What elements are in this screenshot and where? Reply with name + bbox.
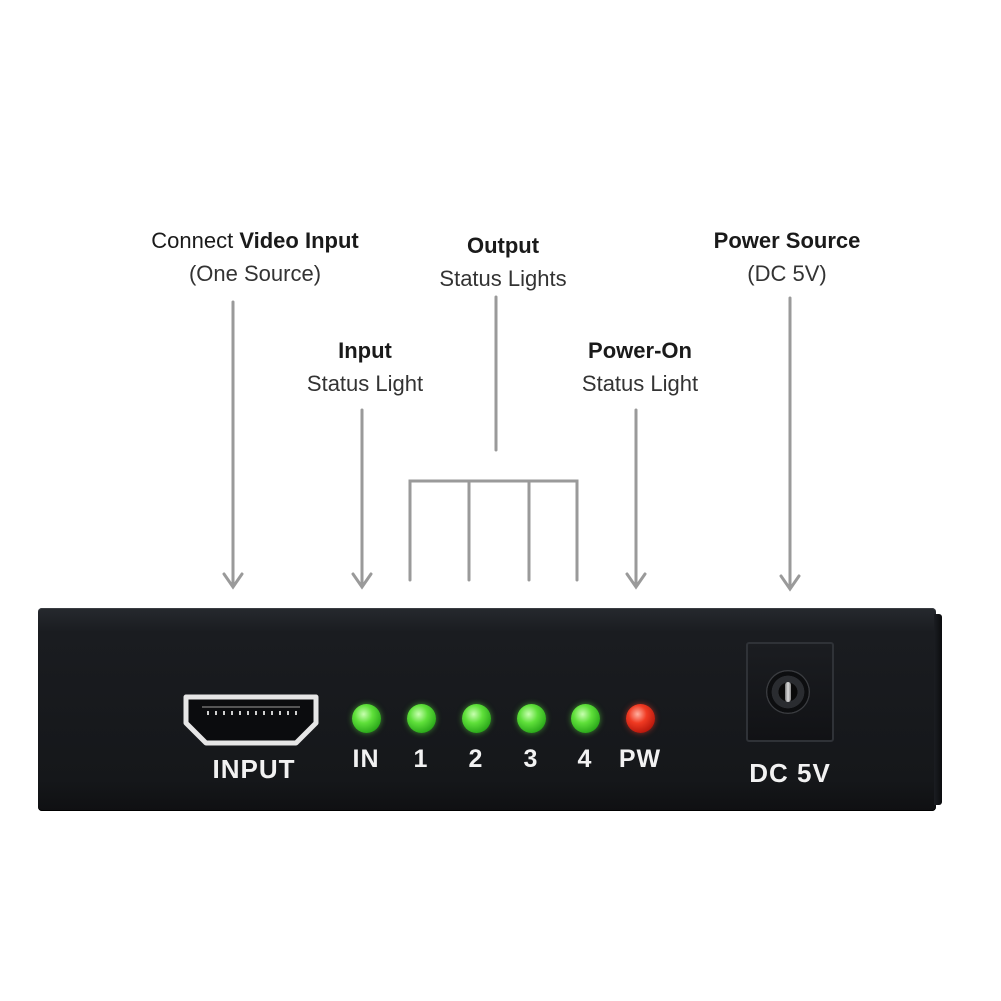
led-output-1-label: 1	[396, 745, 446, 774]
hdmi-splitter-device: INPUT IN 1 2 3 4 PW DC 5V	[38, 608, 936, 811]
led-output-4: 4	[560, 704, 610, 774]
led-power-label: PW	[615, 745, 665, 774]
led-output-2: 2	[451, 704, 501, 774]
dc-power-label: DC 5V	[728, 758, 852, 789]
led-power-light	[626, 704, 655, 733]
dc-jack-pin	[785, 682, 791, 702]
hdmi-input-port[interactable]	[180, 693, 322, 747]
dc-power-jack[interactable]	[746, 642, 834, 742]
led-output-2-label: 2	[451, 745, 501, 774]
led-in-label: IN	[341, 745, 391, 774]
led-power: PW	[615, 704, 665, 774]
led-output-1-light	[407, 704, 436, 733]
led-output-3-light	[517, 704, 546, 733]
led-output-4-label: 4	[560, 745, 610, 774]
output-bracket	[410, 481, 577, 580]
led-in-light	[352, 704, 381, 733]
input-port-label: INPUT	[184, 754, 324, 785]
led-in: IN	[341, 704, 391, 774]
led-output-4-light	[571, 704, 600, 733]
led-output-1: 1	[396, 704, 446, 774]
led-output-3: 3	[506, 704, 556, 774]
device-side-edge	[934, 614, 942, 805]
led-output-3-label: 3	[506, 745, 556, 774]
led-output-2-light	[462, 704, 491, 733]
